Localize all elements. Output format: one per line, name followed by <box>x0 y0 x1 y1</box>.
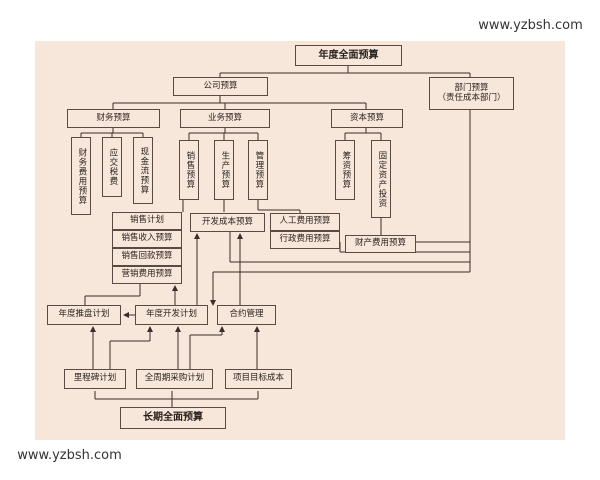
dept-budget-node: 部门预算 （责任成本部门） <box>429 77 514 110</box>
milestone-plan-node: 里程碑计划 <box>64 369 126 389</box>
company-budget-node: 公司预算 <box>173 77 268 96</box>
contract-management-node: 合约管理 <box>217 305 276 325</box>
labor-cost-budget-node: 人工费用预算 <box>270 213 340 231</box>
finance-cost-budget-node: 财务费用预算 <box>71 137 91 215</box>
sales-income-budget-node: 销售收入预算 <box>112 230 182 248</box>
development-cost-budget-node: 开发成本预算 <box>190 213 265 232</box>
property-expense-budget-node: 财产费用预算 <box>345 235 416 253</box>
fixed-asset-investment-node: 固定资产投资 <box>371 140 391 218</box>
annual-budget-node: 年度全面预算 <box>295 45 402 66</box>
sales-budget-node: 销售预算 <box>179 140 199 200</box>
business-budget-node: 业务预算 <box>180 109 270 128</box>
watermark-top-right: www.yzbsh.com <box>472 11 589 39</box>
sales-collection-budget-node: 销售回款预算 <box>112 248 182 266</box>
watermark-bottom-left: www.yzbsh.com <box>11 441 128 469</box>
annual-development-plan-node: 年度开发计划 <box>135 305 208 325</box>
sales-plan-node: 销售计划 <box>112 212 182 230</box>
capital-budget-node: 资本预算 <box>331 109 403 128</box>
target-cost-node: 项目目标成本 <box>225 369 292 389</box>
marketing-expense-budget-node: 营销费用预算 <box>112 266 182 284</box>
procurement-plan-node: 全周期采购计划 <box>136 369 213 389</box>
admin-expense-budget-node: 行政费用预算 <box>270 231 340 249</box>
cashflow-budget-node: 现金流预算 <box>133 137 153 204</box>
financing-budget-node: 筹资预算 <box>335 140 355 200</box>
management-budget-node: 管理预算 <box>248 140 268 200</box>
longterm-budget-node: 长期全面预算 <box>120 407 226 429</box>
annual-sales-plan-node: 年度推盘计划 <box>47 305 121 325</box>
finance-budget-node: 财务预算 <box>67 109 160 128</box>
tax-payable-node: 应交税费 <box>102 137 122 197</box>
production-budget-node: 生产预算 <box>214 140 234 200</box>
